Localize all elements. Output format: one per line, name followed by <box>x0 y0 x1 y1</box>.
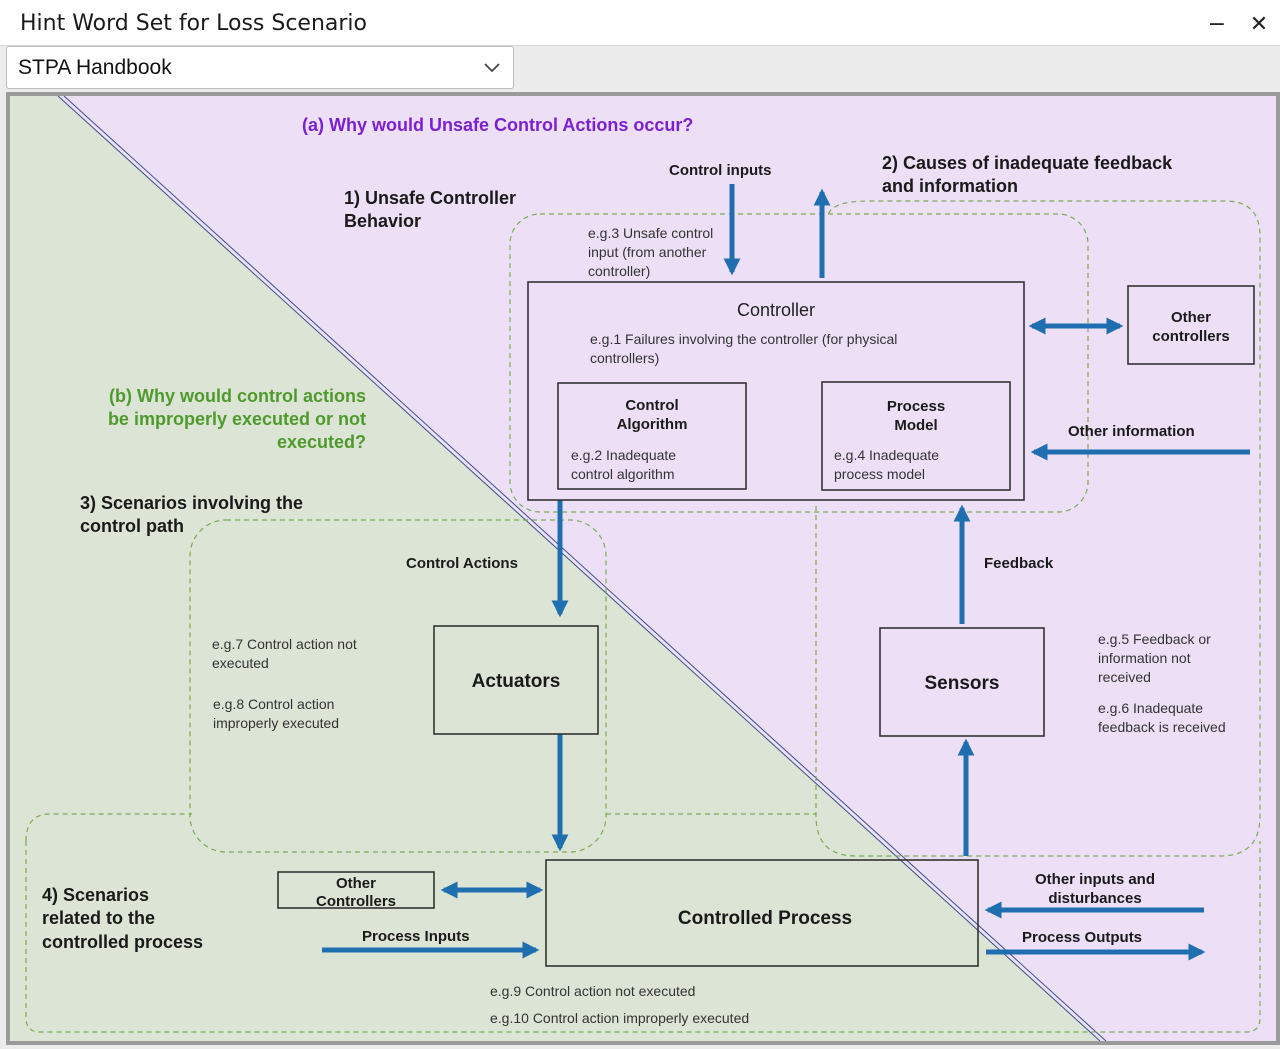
minimize-button[interactable]: − <box>1199 6 1235 42</box>
eg4-line-2: process model <box>834 466 925 482</box>
eg10-label: e.g.10 Control action improperly execute… <box>490 1010 749 1026</box>
sensors-box <box>879 627 1045 737</box>
toolbar: STPA Handbook <box>0 46 1280 92</box>
source-select[interactable]: STPA Handbook <box>6 46 514 89</box>
control-actions-label: Control Actions <box>406 555 518 572</box>
process-model-label-1: Process <box>887 398 945 415</box>
section-1-line-2: Behavior <box>344 211 421 231</box>
eg3-line-1: e.g.3 Unsafe control <box>588 225 713 241</box>
other-controllers-bottom-2: Controllers <box>316 893 396 910</box>
region-2-outline <box>815 200 1261 857</box>
close-button[interactable]: ✕ <box>1241 6 1277 42</box>
heading-b-line-3: executed? <box>277 432 366 452</box>
section-1-line-1: 1) Unsafe Controller <box>344 188 516 208</box>
process-model-label-2: Model <box>894 417 937 434</box>
other-controllers-box <box>1127 285 1255 365</box>
controller-title: Controller <box>737 300 815 320</box>
title-bar: Hint Word Set for Loss Scenario − ✕ <box>0 0 1280 46</box>
region-4-outline <box>25 841 1261 1033</box>
eg3-line-2: input (from another <box>588 244 707 260</box>
other-controllers-top-1: Other <box>1171 309 1211 326</box>
section-2-line-1: 2) Causes of inadequate feedback <box>882 153 1173 173</box>
eg6-line-2: feedback is received <box>1098 719 1226 735</box>
section-4-line-1: 4) Scenarios <box>42 885 149 905</box>
eg9-label: e.g.9 Control action not executed <box>490 983 695 999</box>
actuators-label: Actuators <box>472 671 561 692</box>
eg8-line-2: improperly executed <box>213 715 339 731</box>
minimize-icon: − <box>1207 11 1227 37</box>
control-algorithm-label-2: Algorithm <box>617 416 688 433</box>
process-outputs-label: Process Outputs <box>1022 929 1142 946</box>
other-controllers-top-2: controllers <box>1152 328 1230 345</box>
chevron-down-icon <box>484 63 500 73</box>
control-algorithm-box <box>557 382 747 490</box>
control-inputs-label: Control inputs <box>669 162 771 179</box>
other-controllers-bottom-box <box>277 871 435 909</box>
close-icon: ✕ <box>1249 11 1269 37</box>
heading-b-line-2: be improperly executed or not <box>108 409 366 429</box>
eg7-line-1: e.g.7 Control action not <box>212 636 357 652</box>
diagonal-divider <box>57 96 1101 1041</box>
diagonal-divider-2 <box>63 96 1107 1041</box>
stpa-diagram: (a) Why would Unsafe Control Actions occ… <box>10 96 1276 1041</box>
other-information-label: Other information <box>1068 423 1195 440</box>
eg5-line-1: e.g.5 Feedback or <box>1098 631 1211 647</box>
diagram-frame: (a) Why would Unsafe Control Actions occ… <box>6 92 1280 1045</box>
eg1-line-1: e.g.1 Failures involving the controller … <box>590 331 897 347</box>
section-3-line-2: control path <box>80 516 184 536</box>
eg5-line-2: information not <box>1098 650 1191 666</box>
source-select-value: STPA Handbook <box>18 56 172 79</box>
control-algorithm-label-1: Control <box>625 397 678 414</box>
other-controllers-bottom-1: Other <box>336 875 376 892</box>
eg6-line-1: e.g.6 Inadequate <box>1098 700 1203 716</box>
green-region <box>10 96 1100 1041</box>
region-4-outline-left <box>25 813 192 842</box>
section-4-line-3: controlled process <box>42 932 203 952</box>
controlled-process-box <box>545 859 979 967</box>
section-3-line-1: 3) Scenarios involving the <box>80 493 303 513</box>
eg4-line-1: e.g.4 Inadequate <box>834 447 939 463</box>
section-4-line-2: related to the <box>42 908 155 928</box>
eg1-line-2: controllers) <box>590 350 659 366</box>
eg2-line-1: e.g.2 Inadequate <box>571 447 676 463</box>
process-inputs-label: Process Inputs <box>362 928 470 945</box>
eg5-line-3: received <box>1098 669 1151 685</box>
eg3-line-3: controller) <box>588 263 650 279</box>
controller-box <box>527 281 1025 501</box>
window-title: Hint Word Set for Loss Scenario <box>20 11 368 36</box>
eg2-line-2: control algorithm <box>571 466 675 482</box>
heading-a: (a) Why would Unsafe Control Actions occ… <box>302 115 693 135</box>
other-inputs-label-1: Other inputs and <box>1035 871 1155 888</box>
heading-b-line-1: (b) Why would control actions <box>109 386 366 406</box>
sensors-label: Sensors <box>925 673 1000 694</box>
other-inputs-label-2: disturbances <box>1048 890 1141 907</box>
eg7-line-2: executed <box>212 655 269 671</box>
process-model-box <box>821 381 1011 491</box>
eg8-line-1: e.g.8 Control action <box>213 696 334 712</box>
controlled-process-label: Controlled Process <box>678 908 852 929</box>
region-1-outline <box>509 213 1089 513</box>
actuators-box <box>433 625 599 735</box>
region-3-outline <box>189 519 607 853</box>
section-2-line-2: and information <box>882 176 1018 196</box>
feedback-label: Feedback <box>984 555 1054 572</box>
